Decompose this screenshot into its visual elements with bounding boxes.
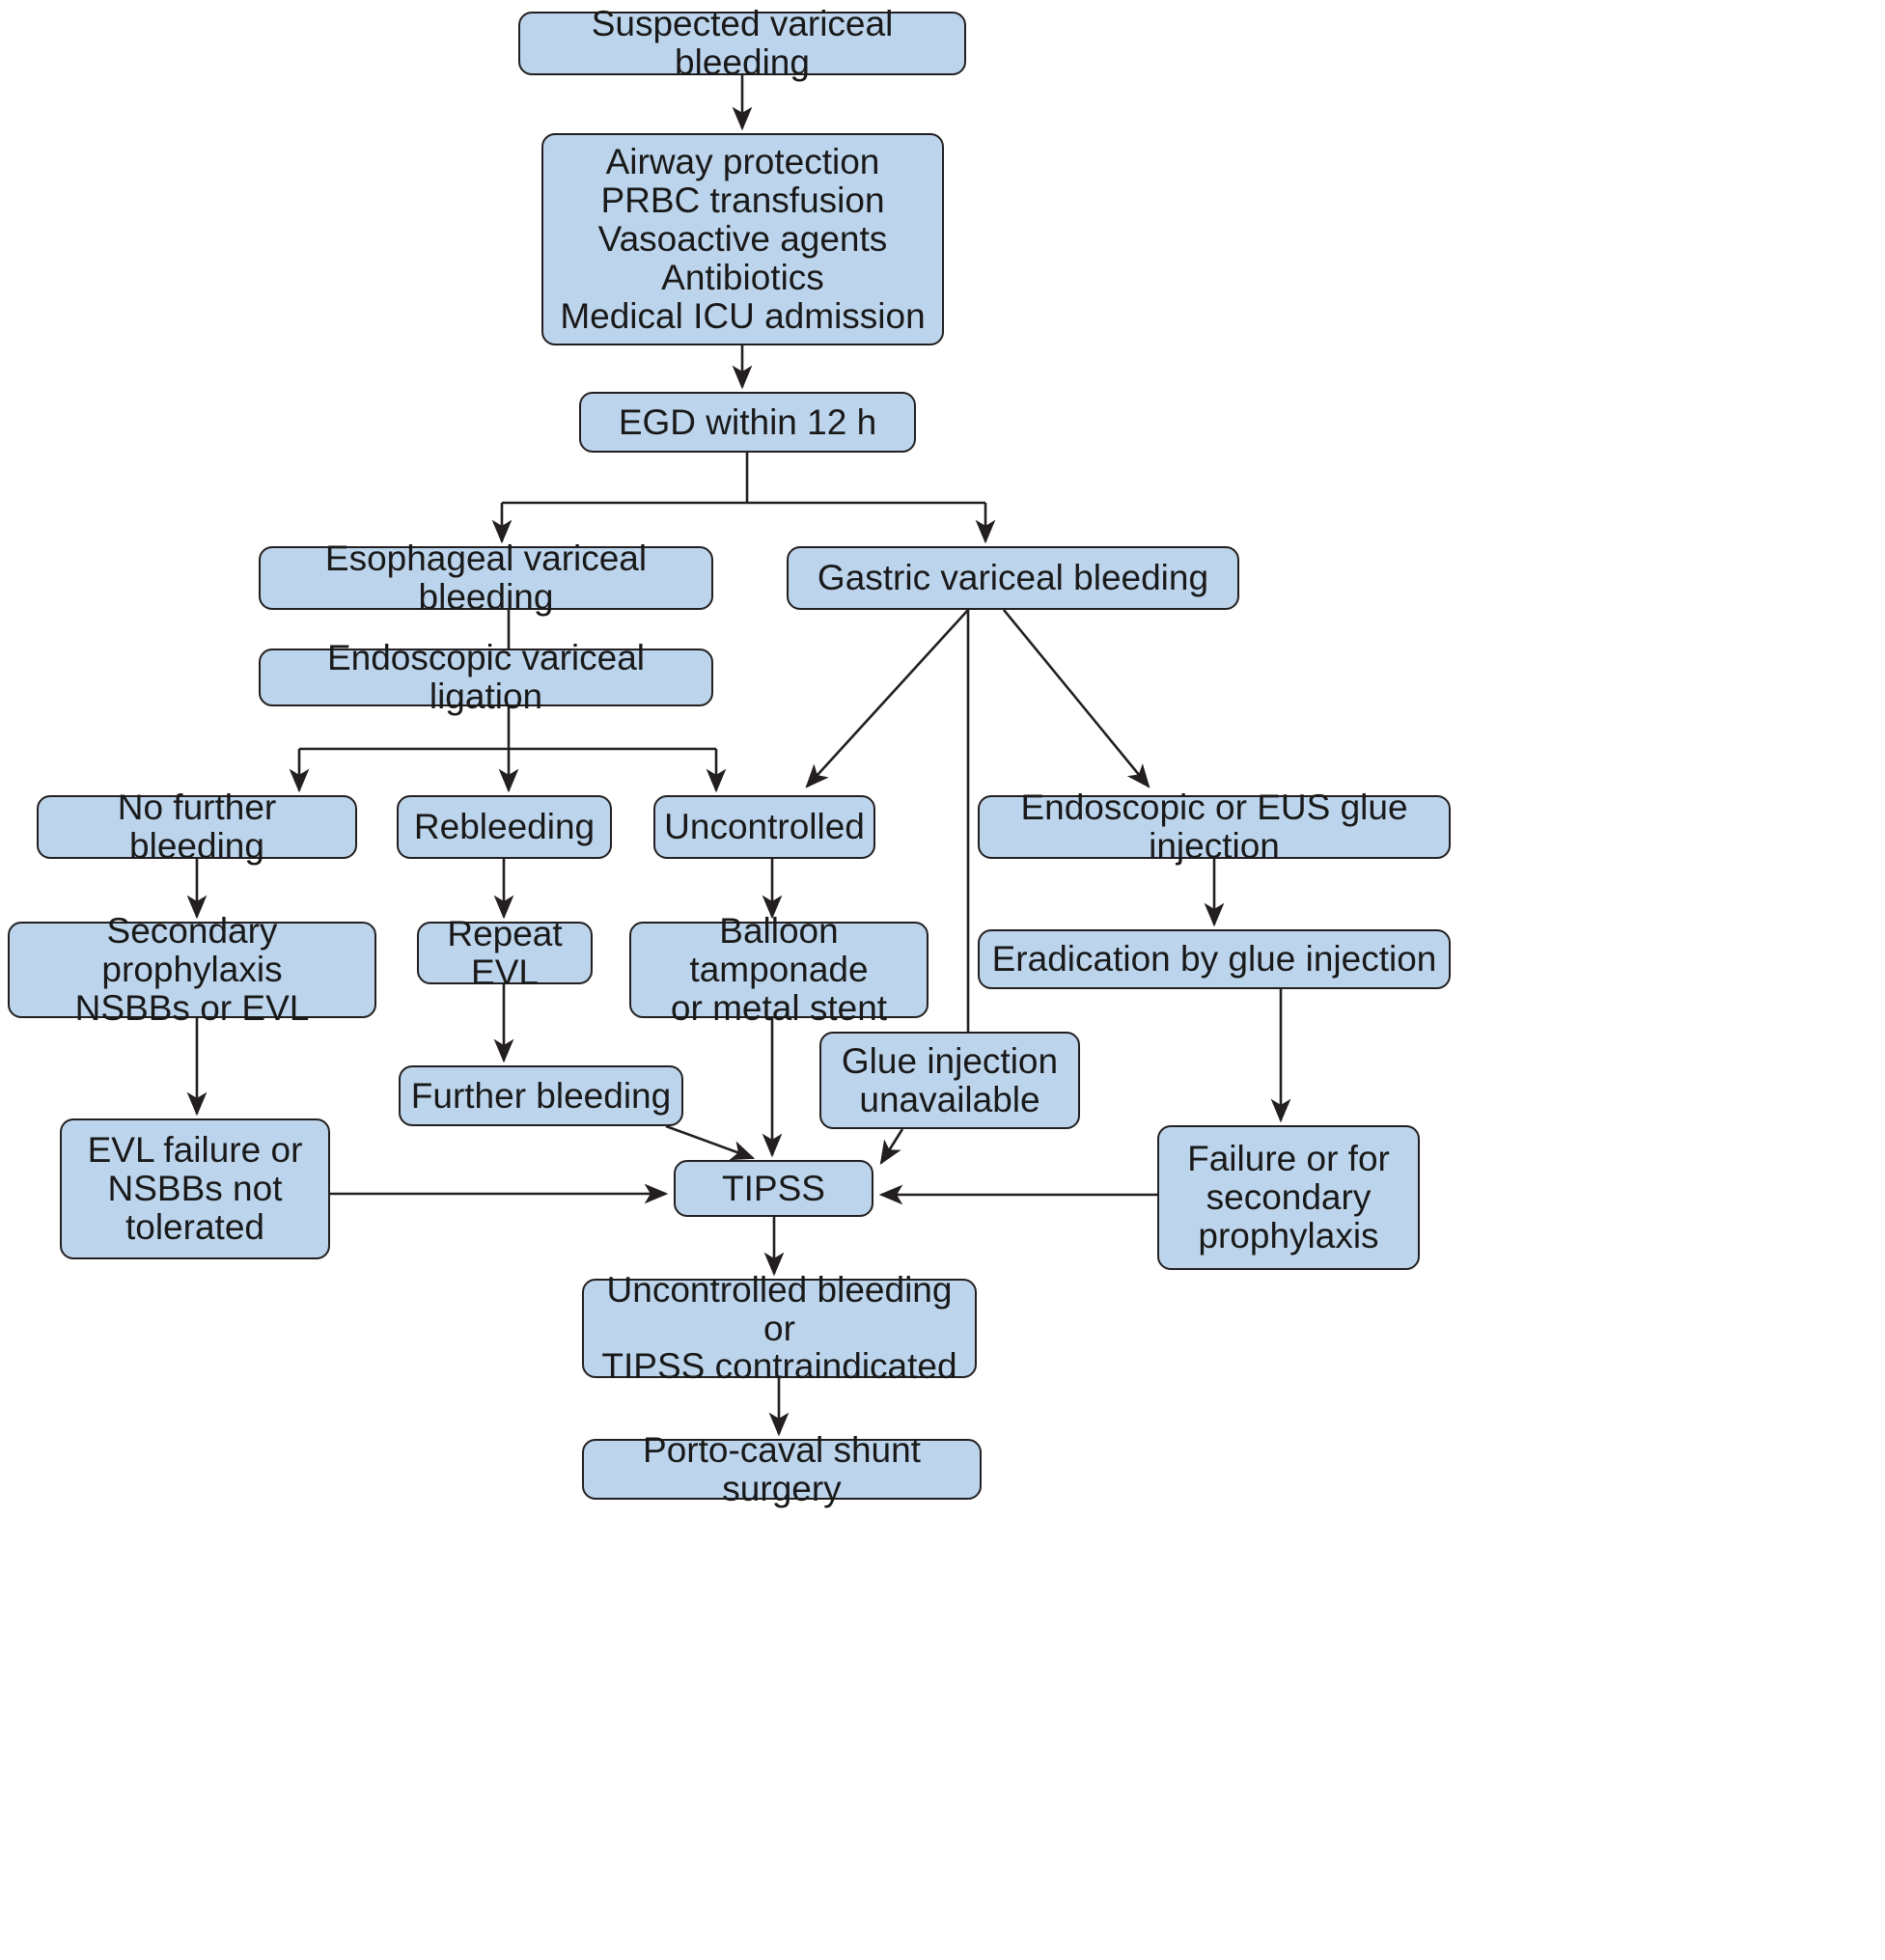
node-secondary-prophylaxis[interactable]: Secondary prophylaxis NSBBs or EVL — [8, 912, 376, 1027]
node-evl-failure-or-nsbbs-not-tolerated[interactable]: EVL failure or NSBBs not tolerated — [60, 1118, 330, 1259]
edge-gastric-uncontrolled — [805, 609, 969, 788]
node-balloon-tamponade-or-metal-stent[interactable]: Balloon tamponade or metal stent — [629, 912, 929, 1027]
node-esophageal-variceal-bleeding[interactable]: Esophageal variceal bleeding — [259, 539, 713, 616]
node-suspected-variceal-bleeding[interactable]: Suspected variceal bleeding — [518, 5, 966, 81]
node-repeat-evl[interactable]: Repeat EVL — [417, 914, 593, 991]
edge-glueunavail-tipss — [879, 1128, 904, 1165]
node-uncontrolled-bleeding-or-tipss-contraindicated[interactable]: Uncontrolled bleeding or TIPSS contraind… — [582, 1270, 977, 1386]
node-gastric-variceal-bleeding[interactable]: Gastric variceal bleeding — [787, 546, 1239, 610]
node-further-bleeding[interactable]: Further bleeding — [399, 1065, 683, 1126]
node-glue-injection-unavailable[interactable]: Glue injection unavailable — [819, 1032, 1080, 1129]
node-initial-management[interactable]: Airway protection PRBC transfusion Vasoa… — [541, 133, 944, 345]
node-rebleeding[interactable]: Rebleeding — [397, 795, 612, 859]
node-tipss[interactable]: TIPSS — [674, 1160, 873, 1217]
node-endoscopic-or-eus-glue-injection[interactable]: Endoscopic or EUS glue injection — [978, 788, 1451, 865]
node-failure-or-for-secondary-prophylaxis[interactable]: Failure or for secondary prophylaxis — [1157, 1125, 1420, 1270]
node-egd-within-12h[interactable]: EGD within 12 h — [579, 392, 916, 453]
node-endoscopic-variceal-ligation[interactable]: Endoscopic variceal ligation — [259, 639, 713, 715]
node-porto-caval-shunt-surgery[interactable]: Porto-caval shunt surgery — [582, 1430, 982, 1507]
edge-furtherbleed-tipss — [665, 1124, 756, 1161]
edge-gastric-eusglue — [1002, 609, 1150, 788]
node-eradication-by-glue-injection[interactable]: Eradication by glue injection — [978, 929, 1451, 989]
node-no-further-bleeding[interactable]: No further bleeding — [37, 788, 357, 865]
node-uncontrolled[interactable]: Uncontrolled — [653, 795, 875, 859]
